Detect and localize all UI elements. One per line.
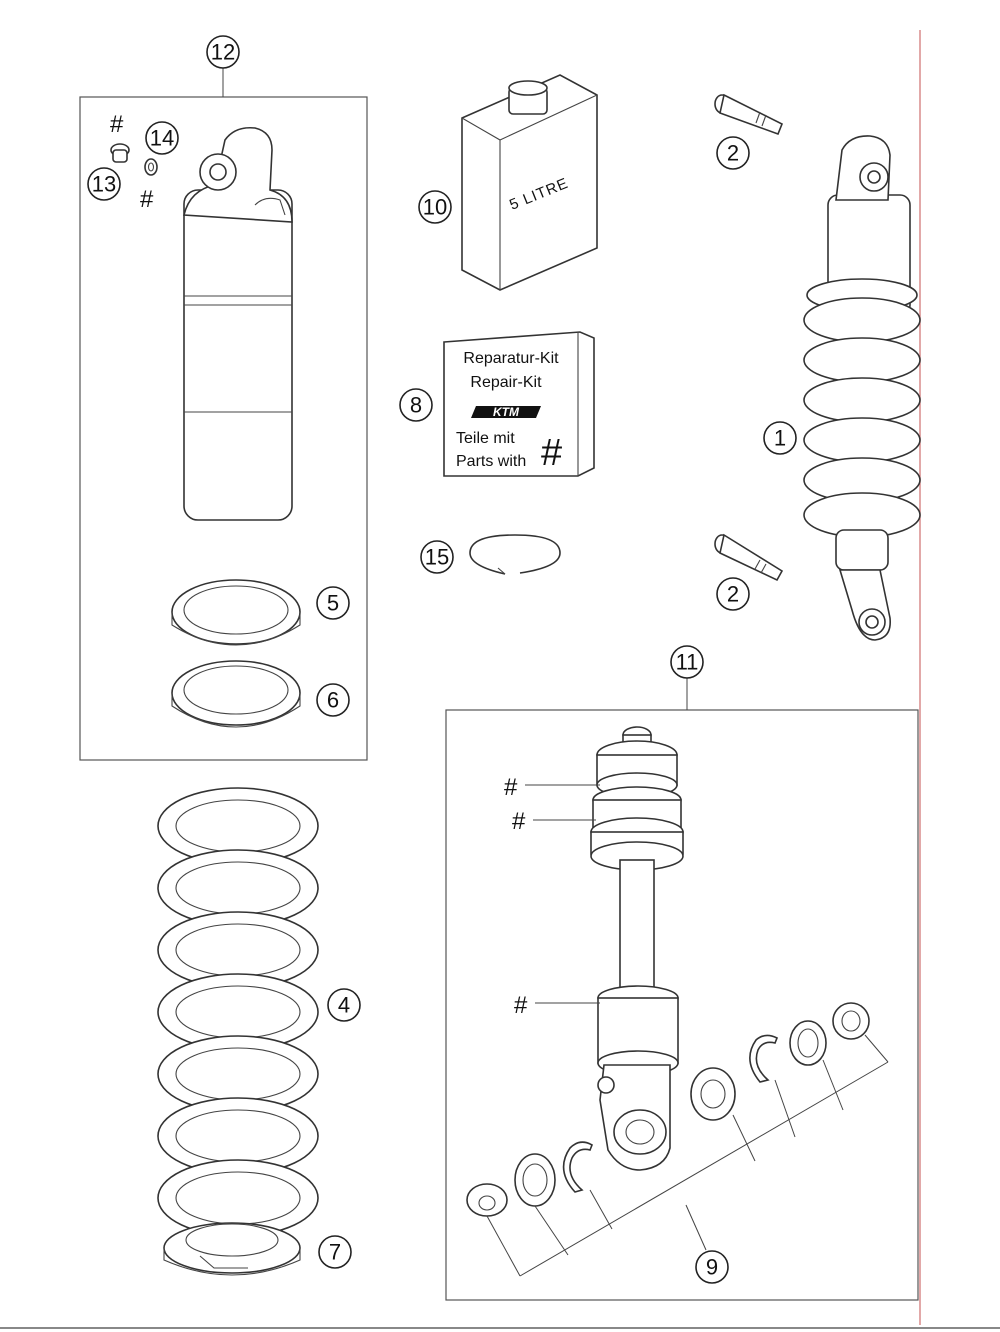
bearing-kit-9 — [466, 1002, 889, 1277]
svg-text:8: 8 — [410, 393, 422, 418]
svg-text:10: 10 — [423, 195, 447, 220]
ktm-logo: KTM — [471, 405, 541, 419]
callout-14: 14 — [145, 121, 179, 155]
spring-seat-7 — [163, 1222, 301, 1276]
svg-text:5: 5 — [327, 591, 339, 616]
adjusting-ring-5 — [171, 579, 301, 646]
callout-6: 6 — [316, 683, 350, 717]
complete-shock-absorber-1 — [803, 135, 921, 641]
svg-text:12: 12 — [211, 40, 235, 65]
callout-2-bottom: 2 — [716, 577, 750, 611]
svg-text:2: 2 — [727, 141, 739, 166]
callout-11: 11 — [670, 645, 704, 679]
svg-text:1: 1 — [774, 426, 786, 451]
svg-text:4: 4 — [338, 993, 350, 1018]
hash-marker-13: # — [110, 111, 124, 138]
svg-text:9: 9 — [706, 1255, 718, 1280]
callout-15: 15 — [420, 540, 454, 574]
ktm-logo-text: KTM — [493, 405, 520, 419]
repair-kit-8: Reparatur-Kit Repair-Kit KTM Teile mit P… — [443, 331, 595, 477]
svg-text:11: 11 — [676, 650, 699, 675]
bolt-2-top — [714, 93, 784, 136]
hash-marker-body: # — [514, 992, 528, 1019]
svg-text:13: 13 — [92, 172, 116, 197]
svg-text:14: 14 — [150, 126, 174, 151]
adjusting-ring-6 — [171, 660, 301, 728]
repair-kit-line4: Parts with — [456, 453, 526, 470]
svg-text:2: 2 — [727, 582, 739, 607]
callout-9: 9 — [695, 1250, 729, 1284]
svg-text:6: 6 — [327, 688, 339, 713]
callout-13: 13 — [87, 167, 121, 201]
piston-rod-assembly-11 — [590, 726, 684, 1171]
small-washer-14 — [144, 158, 158, 176]
group-11-frame — [445, 709, 919, 1301]
circlip-15 — [469, 534, 561, 575]
callout-12: 12 — [206, 35, 240, 69]
svg-text:7: 7 — [329, 1240, 341, 1265]
callout-10: 10 — [418, 190, 452, 224]
svg-text:15: 15 — [425, 545, 449, 570]
coil-spring-4 — [157, 787, 319, 1237]
callout-5: 5 — [316, 586, 350, 620]
callout-2-top: 2 — [716, 136, 750, 170]
bolt-2-bottom — [714, 533, 784, 582]
callout-1: 1 — [763, 421, 797, 455]
small-screw-13 — [110, 143, 130, 163]
repair-kit-line1: Reparatur-Kit — [463, 350, 559, 367]
repair-kit-line3: Teile mit — [456, 430, 515, 447]
hash-marker-14: # — [140, 186, 154, 213]
repair-kit-hash: # — [541, 432, 562, 474]
callout-7: 7 — [318, 1235, 352, 1269]
repair-kit-line2: Repair-Kit — [470, 374, 542, 391]
hash-marker-piston-2: # — [512, 808, 526, 835]
callout-8: 8 — [399, 388, 433, 422]
callout-4: 4 — [327, 988, 361, 1022]
hash-marker-piston-1: # — [504, 774, 518, 801]
oil-can-10: 5 LITRE — [461, 74, 598, 291]
shock-body — [182, 126, 293, 521]
